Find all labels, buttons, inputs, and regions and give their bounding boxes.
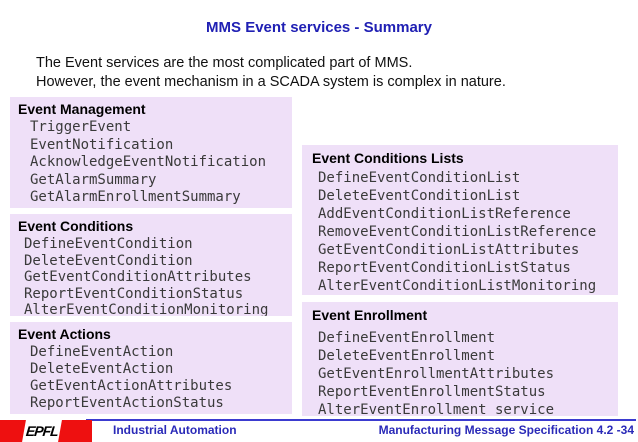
event-enrollment-title: Event Enrollment: [312, 307, 428, 323]
service-item: DefineEventEnrollment: [318, 330, 496, 346]
footer-course-label: Industrial Automation: [113, 423, 237, 437]
slide-title: MMS Event services - Summary: [206, 19, 432, 36]
service-item: ReportEventConditionListStatus: [318, 260, 571, 276]
service-item: GetEventActionAttributes: [30, 378, 233, 394]
event-conditions-title: Event Conditions: [18, 218, 134, 234]
service-item: GetAlarmSummary: [30, 171, 157, 188]
service-item: ReportEventConditionStatus: [24, 285, 244, 302]
service-item: DeleteEventCondition: [24, 252, 193, 269]
epfl-logo: EPFL: [0, 420, 92, 442]
intro-line-1: The Event services are the most complica…: [36, 55, 413, 71]
event-conditions-lists-box: Event Conditions Lists DefineEventCondit…: [302, 145, 618, 295]
service-item: GetAlarmEnrollmentSummary: [30, 189, 241, 206]
service-item: AcknowledgeEventNotification: [30, 154, 267, 171]
service-item: DefineEventCondition: [24, 236, 193, 252]
footer-divider: [86, 419, 636, 421]
service-item: DeleteEventConditionList: [318, 188, 521, 204]
service-item: AlterEventEnrollment service: [318, 402, 555, 416]
footer-spec-label: Manufacturing Message Specification 4.2 …: [378, 423, 634, 437]
service-item: DeleteEventEnrollment: [318, 348, 496, 364]
service-item: GetEventConditionListAttributes: [318, 242, 580, 258]
service-item: RemoveEventConditionListReference: [318, 224, 597, 240]
intro-line-2: However, the event mechanism in a SCADA …: [36, 74, 506, 90]
service-item: ReportEventEnrollmentStatus: [318, 384, 546, 400]
service-item: DefineEventConditionList: [318, 170, 521, 186]
service-item: ReportEventActionStatus: [30, 395, 224, 411]
event-management-title: Event Management: [18, 101, 146, 117]
service-item: EventNotification: [30, 136, 174, 153]
intro-text: The Event services are the most complica…: [36, 54, 506, 92]
event-actions-title: Event Actions: [18, 326, 111, 342]
service-item: DeleteEventAction: [30, 361, 174, 377]
service-item: GetEventConditionAttributes: [24, 269, 252, 286]
service-item: GetEventEnrollmentAttributes: [318, 366, 555, 382]
service-item: AddEventConditionListReference: [318, 206, 571, 222]
service-item: AlterEventConditionMonitoring: [24, 302, 269, 316]
epfl-logo-plate: EPFL: [22, 420, 62, 442]
service-item: AlterEventConditionListMonitoring: [318, 278, 597, 294]
service-item: DefineEventAction: [30, 344, 174, 360]
service-item: TriggerEvent: [30, 119, 132, 135]
epfl-logo-text: EPFL: [25, 423, 59, 439]
event-conditions-lists-title: Event Conditions Lists: [312, 150, 464, 166]
